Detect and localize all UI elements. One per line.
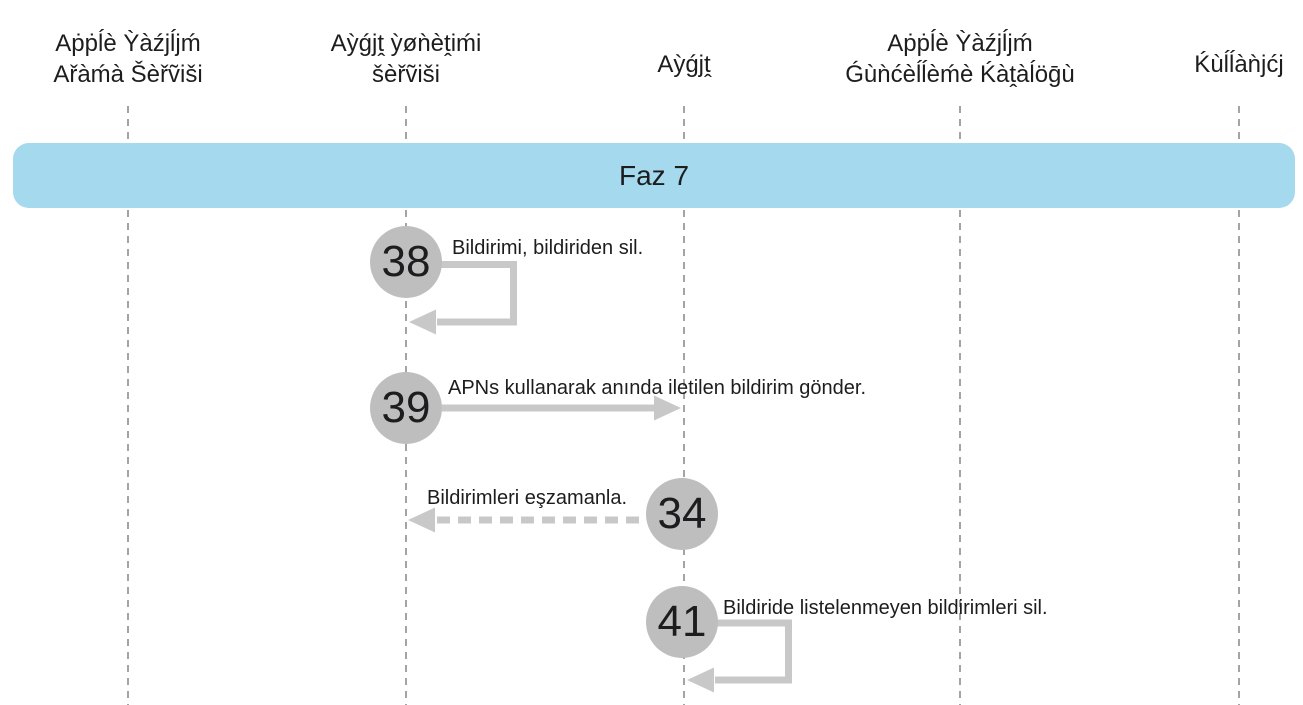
step34-number: 34: [657, 489, 707, 538]
step34-number-badge: 34: [646, 478, 718, 550]
step38-number-badge: 38: [370, 226, 442, 298]
step38-number: 38: [381, 237, 431, 286]
actor-apple-software-lookup-service: Aṗṗĺè Ỳàźjĺjḿ Ařàḿà Šèřṽiši: [53, 30, 203, 88]
step39-number: 39: [381, 383, 431, 432]
step41-self-loop-arrow: [715, 619, 792, 684]
step34-label: Bildirimleri eşzamanla.: [427, 487, 628, 509]
phase-banner-label: Faz 7: [618, 159, 690, 191]
step38-label: Bildirimi, bildiriden sil.: [452, 237, 644, 259]
step34-arrowhead-left-icon: [408, 507, 435, 533]
actor-user: Ḱùĺĺàǹjćj: [1194, 51, 1284, 78]
step38-self-loop-arrow: [437, 261, 517, 326]
actor-device-management-service: Aỳǵjṱ ỳøǹèṱiḿi šèřṽiši: [330, 30, 482, 88]
step39-arrowhead-right-icon: [654, 395, 681, 421]
step38-arrowhead-left-icon: [409, 309, 436, 335]
step41-number: 41: [657, 597, 707, 646]
actor-apple-software-update-catalog: Aṗṗĺè Ỳàźjĺjḿ Ǵùǹćèĺĺèḿè Ḱàṱàĺöḡù: [845, 30, 1075, 88]
step41-label: Bildiride listelenmeyen bildirimleri sil…: [723, 597, 1048, 619]
step39-label: APNs kullanarak anında iletilen bildirim…: [448, 377, 867, 399]
step39-number-badge: 39: [370, 372, 442, 444]
step41-arrowhead-left-icon: [687, 667, 714, 693]
phase-banner: Faz 7: [13, 143, 1295, 208]
actor-device: Aỳǵjṱ: [657, 51, 711, 78]
step41-number-badge: 41: [646, 586, 718, 658]
